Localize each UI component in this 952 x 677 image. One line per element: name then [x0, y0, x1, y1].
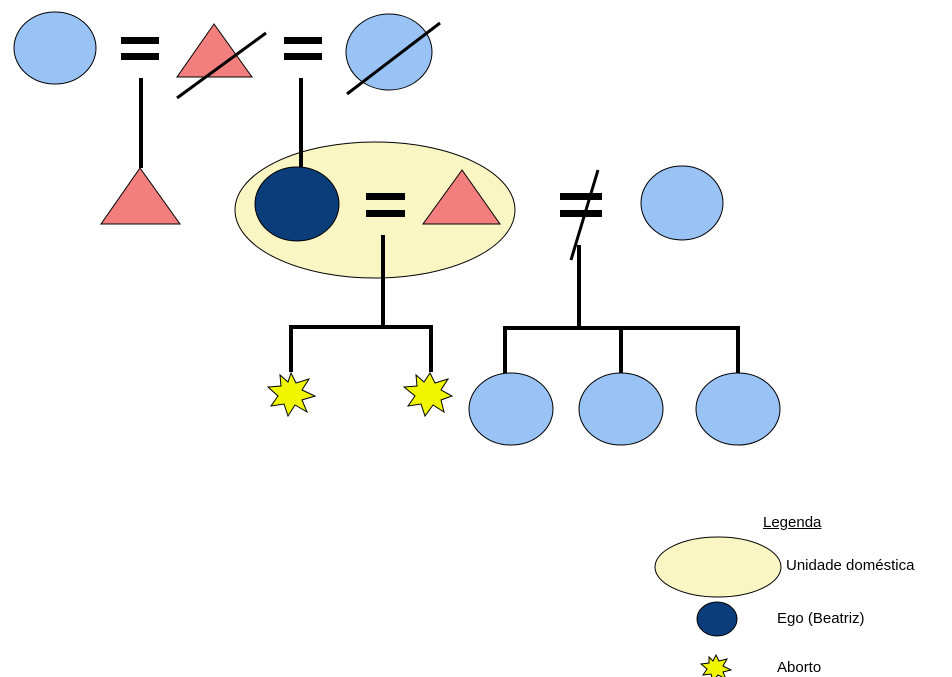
abortion-star-icon	[402, 372, 454, 418]
deceased-slash-icon	[176, 31, 267, 100]
husband-male-triangle	[422, 169, 501, 225]
divorce-equals-icon	[560, 169, 602, 261]
legend-label-household: Unidade doméstica	[786, 557, 915, 574]
brother-male-triangle	[100, 167, 181, 225]
daughter-female-circle	[468, 372, 554, 446]
legend-household-ellipse-icon	[654, 536, 782, 598]
marriage-equals-icon	[366, 193, 405, 217]
grandmother-female-circle	[13, 11, 97, 85]
legend-label-ego: Ego (Beatriz)	[777, 610, 865, 627]
marriage-equals-icon	[284, 37, 322, 60]
abortion-star-icon	[266, 371, 317, 418]
legend-abortion-star-icon	[699, 653, 733, 677]
legend-title: Legenda	[763, 514, 822, 531]
deceased-male-triangle	[176, 23, 253, 78]
daughter-female-circle	[578, 372, 664, 446]
ex-partner-female-circle	[640, 165, 724, 241]
daughter-female-circle	[695, 372, 781, 446]
kinship-lines	[139, 78, 740, 376]
deceased-slash-icon	[346, 21, 441, 96]
ego-circle	[254, 166, 340, 242]
marriage-equals-icon	[121, 37, 159, 60]
legend-ego-circle-icon	[696, 601, 738, 637]
deceased-female-circle	[345, 13, 433, 91]
legend-label-abortion: Aborto	[777, 659, 822, 676]
